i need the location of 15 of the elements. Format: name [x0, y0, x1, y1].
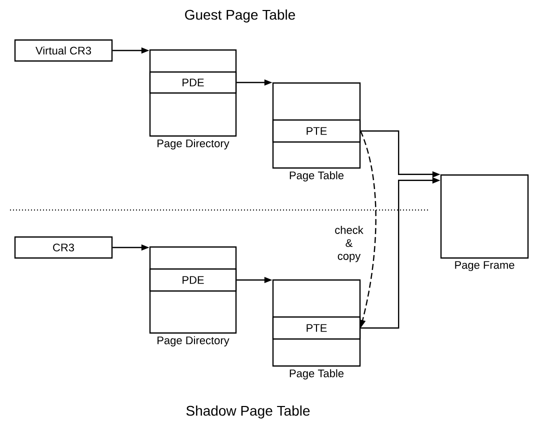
register-box: CR3: [14, 236, 113, 259]
entry-row: PDE: [149, 268, 237, 292]
section-heading: Shadow Page Table: [186, 405, 310, 419]
entry-row: PDE: [149, 71, 237, 94]
table-box: Page Frame: [440, 174, 529, 272]
node-label: Page Frame: [455, 261, 514, 272]
entry-row: PTE: [272, 119, 361, 143]
node-label: Page Directory: [158, 139, 230, 150]
node-label: Page Table: [290, 171, 344, 182]
node-label: Page Table: [290, 369, 344, 380]
node-label: Page Directory: [158, 336, 230, 346]
register-box: Virtual CR3: [14, 39, 113, 62]
edge-label: check & copy: [331, 224, 367, 264]
section-heading: Guest Page Table: [185, 9, 296, 23]
entry-row: PTE: [272, 316, 361, 340]
